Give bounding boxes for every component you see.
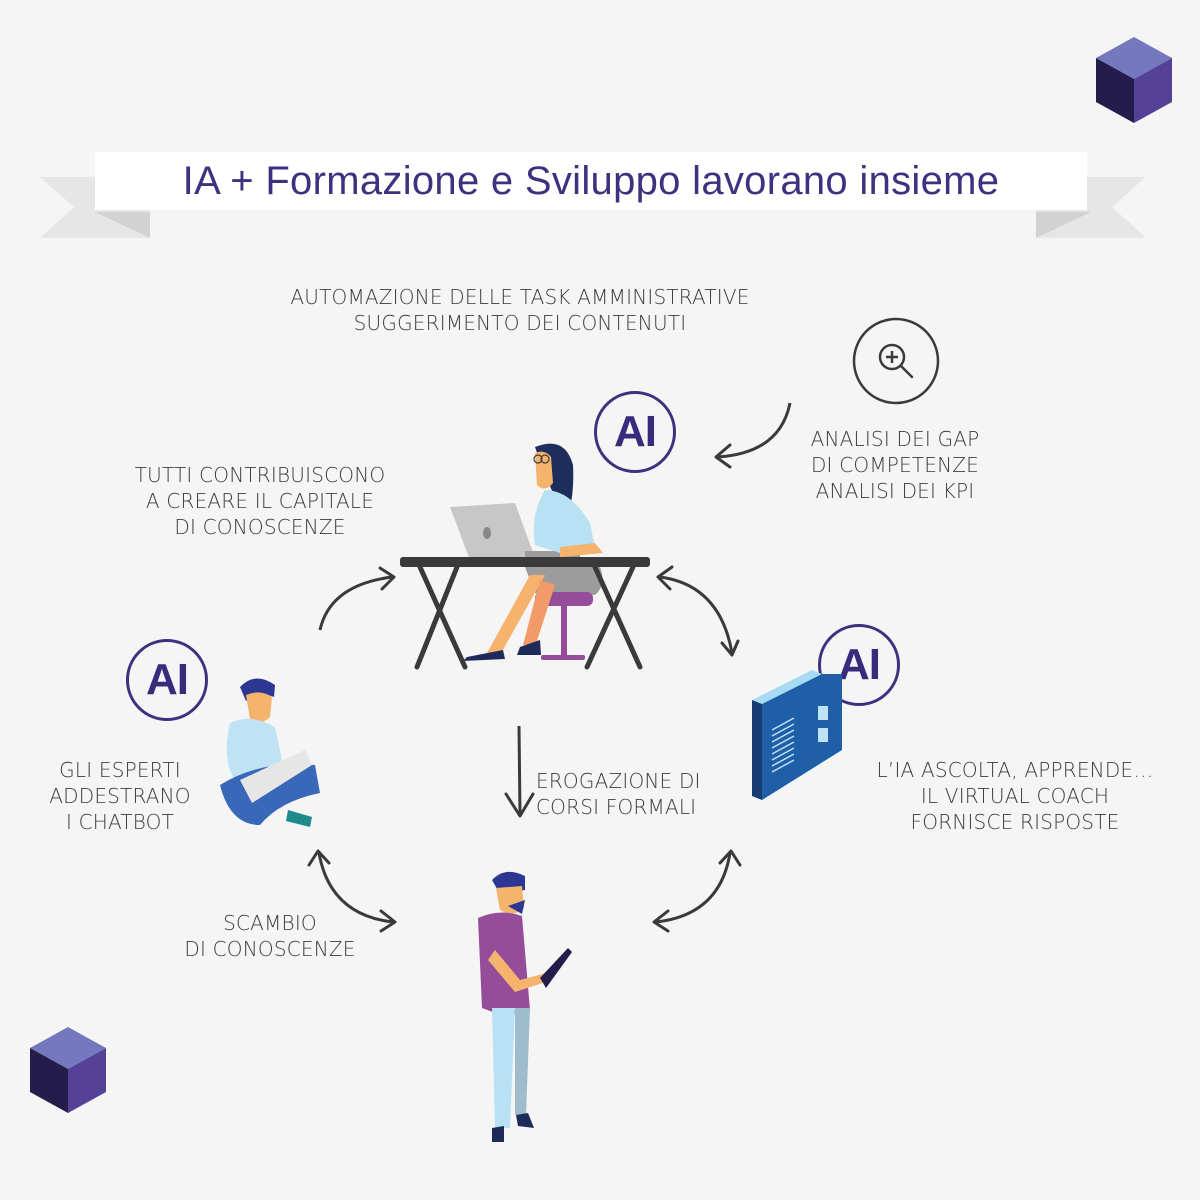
arrow-down-courses — [504, 725, 535, 818]
automation-label: AUTOMAZIONE DELLE TASK AMMINISTRATIVE SU… — [290, 285, 750, 335]
learner-with-tablet-illustration — [478, 871, 572, 1142]
arrow-double-learner-monitor — [652, 849, 742, 933]
document-screen-icon — [752, 670, 842, 800]
knowledge-exchange-label: SCAMBIO DI CONOSCENZE — [184, 911, 356, 961]
arrow-curved-to-desk — [318, 566, 396, 631]
arrow-double-desk-monitor — [656, 565, 740, 657]
gap-analysis-label: ANALISI DEI GAP DI COMPETENZE ANALISI DE… — [810, 427, 980, 503]
formal-courses-label: EROGAZIONE DI CORSI FORMALI — [536, 769, 701, 819]
title-banner: IA + Formazione e Sviluppo lavorano insi… — [95, 152, 1087, 210]
ai-badge-top: AI — [594, 391, 676, 473]
virtual-coach-label: L’IA ASCOLTA, APPRENDE… IL VIRTUAL COACH… — [876, 758, 1154, 834]
cube-icon-top-right — [1096, 37, 1172, 123]
arrow-curved-from-gap-analysis — [714, 402, 792, 469]
page-title: IA + Formazione e Sviluppo lavorano insi… — [182, 158, 1000, 203]
arrow-double-expert-learner — [307, 849, 397, 933]
experts-label: GLI ESPERTI ADDESTRANO I CHATBOT — [49, 758, 191, 834]
zoom-in-icon — [852, 317, 940, 405]
cube-icon-bottom-left — [30, 1027, 106, 1113]
expert-with-laptop-illustration — [220, 678, 320, 827]
ai-badge-left: AI — [126, 639, 208, 721]
contribution-label: TUTTI CONTRIBUISCONO A CREARE IL CAPITAL… — [134, 463, 386, 539]
woman-at-desk-illustration — [400, 443, 650, 670]
